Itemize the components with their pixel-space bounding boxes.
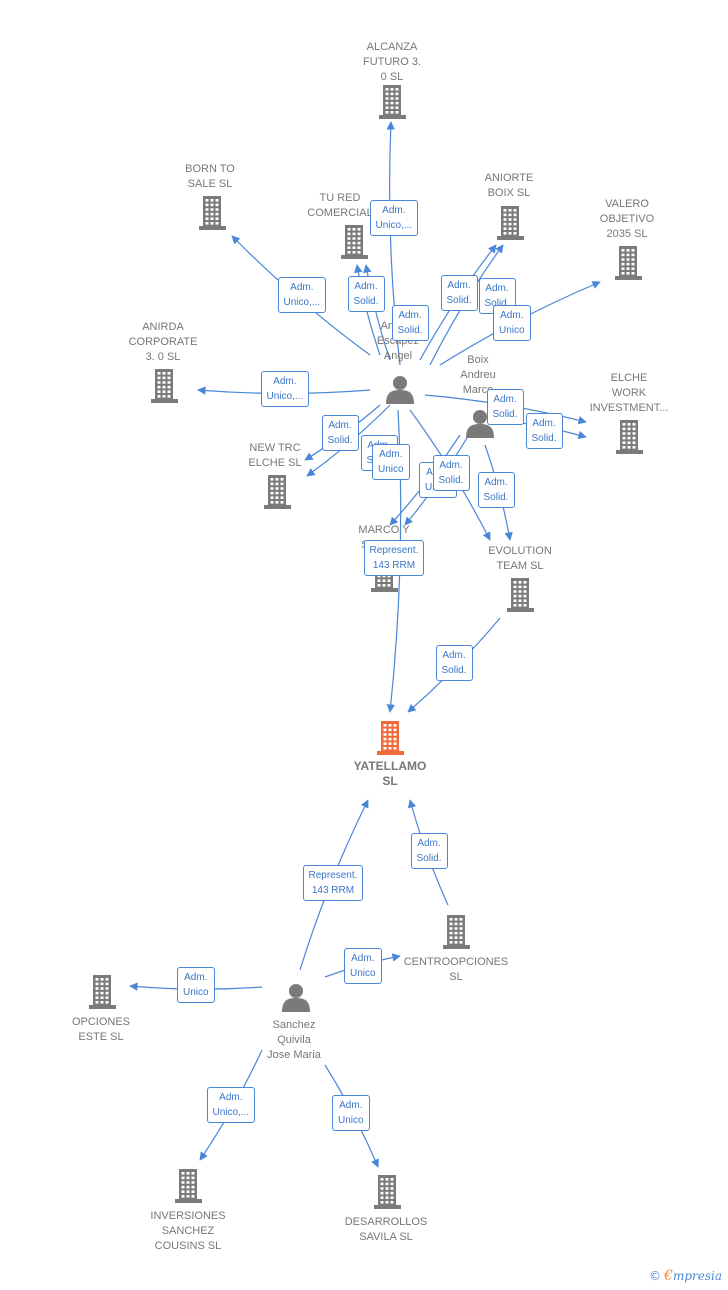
company-building-icon[interactable] — [379, 85, 406, 119]
company-name-label[interactable]: YATELLAMO SL — [353, 759, 427, 788]
company-name-label[interactable]: CENTROOPCIONES SL — [403, 956, 509, 983]
relationship-badge[interactable]: Adm. Unico — [332, 1095, 370, 1131]
relationship-badge[interactable]: Adm. Unico,... — [206, 1087, 256, 1123]
company-building-icon[interactable] — [199, 196, 226, 230]
brand-name: mpresia — [672, 1269, 722, 1283]
company-building-icon[interactable] — [443, 915, 470, 949]
relationship-badge[interactable]: Adm. Solid. — [391, 305, 429, 341]
company-building-icon[interactable] — [89, 975, 116, 1009]
person-name-label[interactable]: Sanchez Quivila Jose Maria — [267, 1019, 321, 1061]
edge-line — [363, 264, 391, 361]
relationship-badge[interactable]: Represent. 143 RRM — [302, 865, 364, 901]
company-building-icon[interactable] — [151, 369, 178, 403]
company-name-label[interactable]: VALERO OBJETIVO 2035 SL — [599, 198, 655, 240]
copyright-symbol: © — [649, 1269, 662, 1283]
company-name-label[interactable]: BORN TO SALE SL — [185, 163, 235, 190]
relationship-badge[interactable]: Adm. Unico — [493, 305, 531, 341]
company-building-icon[interactable] — [497, 206, 524, 240]
center-company-icon[interactable] — [377, 721, 404, 755]
brand-logo: ©€mpresia — [649, 1268, 722, 1284]
company-name-label[interactable]: ANIORTE BOIX SL — [484, 172, 534, 199]
relationship-badge[interactable]: Adm. Solid. — [321, 415, 359, 451]
relationship-badge[interactable]: Adm. Solid. — [435, 645, 473, 681]
relationship-badge[interactable]: Adm. Unico,... — [277, 277, 327, 313]
relationship-badge[interactable]: Adm. Solid. — [410, 833, 448, 869]
company-building-icon[interactable] — [615, 246, 642, 280]
brand-e: € — [664, 1268, 673, 1284]
person-name-label[interactable]: Boix Andreu Marco — [460, 354, 496, 396]
company-name-label[interactable]: TU RED COMERCIAL — [307, 192, 373, 219]
relationship-badge[interactable]: Adm. Unico,... — [260, 371, 310, 407]
company-name-label[interactable]: ANIRDA CORPORATE 3. 0 SL — [128, 321, 198, 363]
relationship-badge[interactable]: Adm. Solid. — [432, 455, 470, 491]
person-icon[interactable] — [386, 376, 414, 404]
relationship-badge[interactable]: Adm. Solid. — [486, 389, 524, 425]
company-building-icon[interactable] — [507, 578, 534, 612]
company-building-icon[interactable] — [264, 475, 291, 509]
relationship-badge[interactable]: Adm. Unico — [372, 444, 410, 480]
relationship-badge[interactable]: Adm. Unico,... — [369, 200, 419, 236]
relationship-badge[interactable]: Represent. 143 RRM — [363, 540, 425, 576]
company-building-icon[interactable] — [374, 1175, 401, 1209]
company-name-label[interactable]: EVOLUTION TEAM SL — [488, 545, 552, 572]
relationship-badge[interactable]: Adm. Solid. — [440, 275, 478, 311]
person-icon[interactable] — [466, 410, 494, 438]
relationship-badge[interactable]: Adm. Solid. — [525, 413, 563, 449]
company-name-label[interactable]: NEW TRC ELCHE SL — [248, 442, 302, 469]
relationship-badge[interactable]: Adm. Unico — [344, 948, 382, 984]
relationship-badge[interactable]: Adm. Unico — [177, 967, 215, 1003]
company-building-icon[interactable] — [175, 1169, 202, 1203]
company-name-label[interactable]: OPCIONES ESTE SL — [71, 1016, 131, 1043]
company-name-label[interactable]: ELCHE WORK INVESTMENT... — [589, 372, 669, 414]
company-name-label[interactable]: DESARROLLOS SAVILA SL — [344, 1216, 428, 1243]
company-building-icon[interactable] — [616, 420, 643, 454]
relationship-badge[interactable]: Adm. Solid. — [347, 276, 385, 312]
company-name-label[interactable]: ALCANZA FUTURO 3. 0 SL — [362, 41, 422, 83]
company-name-label[interactable]: INVERSIONES SANCHEZ COUSINS SL — [150, 1210, 226, 1252]
relationship-badge[interactable]: Adm. Solid. — [477, 472, 515, 508]
company-building-icon[interactable] — [341, 225, 368, 259]
person-icon[interactable] — [282, 984, 310, 1012]
